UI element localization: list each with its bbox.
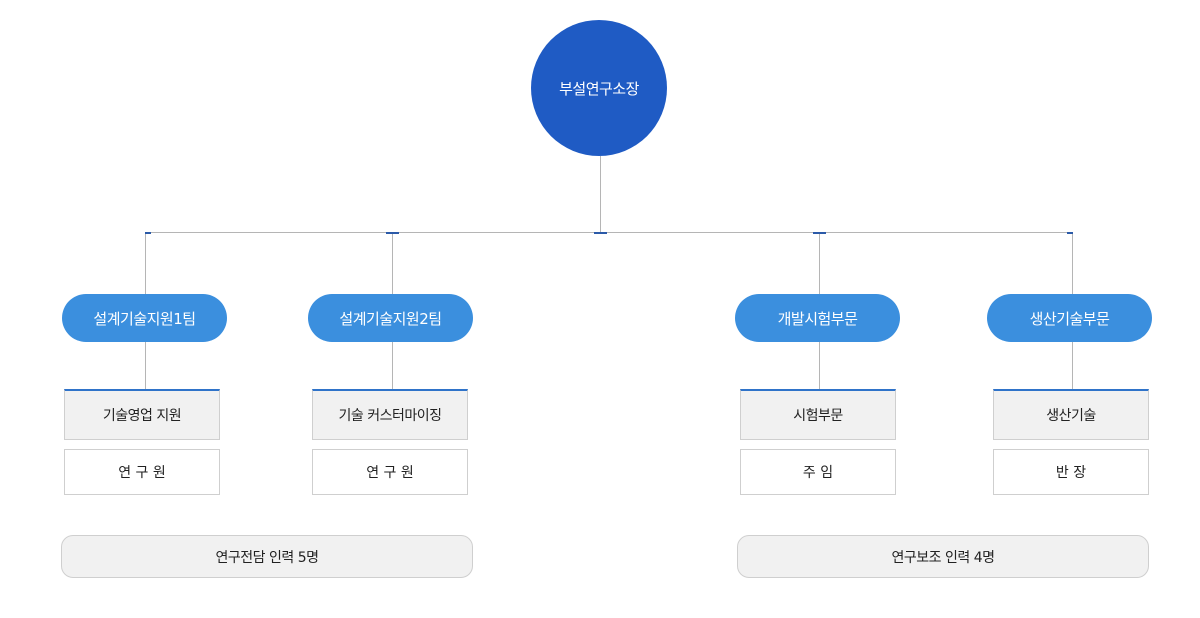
connector-division-3-down (819, 342, 820, 389)
division-4-role: 반 장 (993, 449, 1149, 495)
connector-branch-3 (819, 232, 820, 294)
connector-division-2-down (392, 342, 393, 389)
connector-tick-3 (813, 232, 826, 234)
summary-support-staff: 연구보조 인력 4명 (737, 535, 1149, 578)
division-3-node: 개발시험부문 (735, 294, 900, 342)
division-1-role: 연 구 원 (64, 449, 220, 495)
connector-tick-4 (1067, 232, 1073, 234)
division-4-label: 생산기술부문 (1029, 309, 1110, 328)
root-label: 부설연구소장 (559, 79, 639, 98)
connector-root-vertical (600, 156, 601, 233)
connector-division-1-down (145, 342, 146, 389)
division-3-role: 주 임 (740, 449, 896, 495)
division-2-node: 설계기술지원2팀 (308, 294, 473, 342)
root-node: 부설연구소장 (531, 20, 667, 156)
division-1-unit: 기술영업 지원 (64, 389, 220, 440)
division-2-role: 연 구 원 (312, 449, 468, 495)
summary-research-staff-label: 연구전담 인력 5명 (215, 549, 319, 566)
division-4-node: 생산기술부문 (987, 294, 1152, 342)
connector-horizontal (145, 232, 1073, 233)
connector-branch-1 (145, 232, 146, 294)
division-4-role-label: 반 장 (1055, 465, 1087, 481)
division-3-label: 개발시험부문 (777, 309, 858, 328)
division-2-label: 설계기술지원2팀 (339, 309, 442, 328)
connector-tick-2 (386, 232, 399, 234)
summary-research-staff: 연구전담 인력 5명 (61, 535, 473, 578)
division-3-unit: 시험부문 (740, 389, 896, 440)
division-3-unit-label: 시험부문 (793, 408, 843, 424)
division-1-node: 설계기술지원1팀 (62, 294, 227, 342)
connector-tick-center (594, 232, 607, 234)
division-1-unit-label: 기술영업 지원 (102, 408, 182, 424)
division-2-unit-label: 기술 커스터마이징 (338, 408, 443, 424)
connector-division-4-down (1072, 342, 1073, 389)
division-1-role-label: 연 구 원 (118, 465, 166, 481)
connector-branch-2 (392, 232, 393, 294)
division-4-unit-label: 생산기술 (1046, 408, 1096, 424)
division-4-unit: 생산기술 (993, 389, 1149, 440)
connector-branch-4 (1072, 232, 1073, 294)
division-2-unit: 기술 커스터마이징 (312, 389, 468, 440)
connector-tick-1 (145, 232, 151, 234)
division-2-role-label: 연 구 원 (366, 465, 414, 481)
division-1-label: 설계기술지원1팀 (93, 309, 196, 328)
division-3-role-label: 주 임 (802, 465, 834, 481)
summary-support-staff-label: 연구보조 인력 4명 (891, 549, 995, 566)
